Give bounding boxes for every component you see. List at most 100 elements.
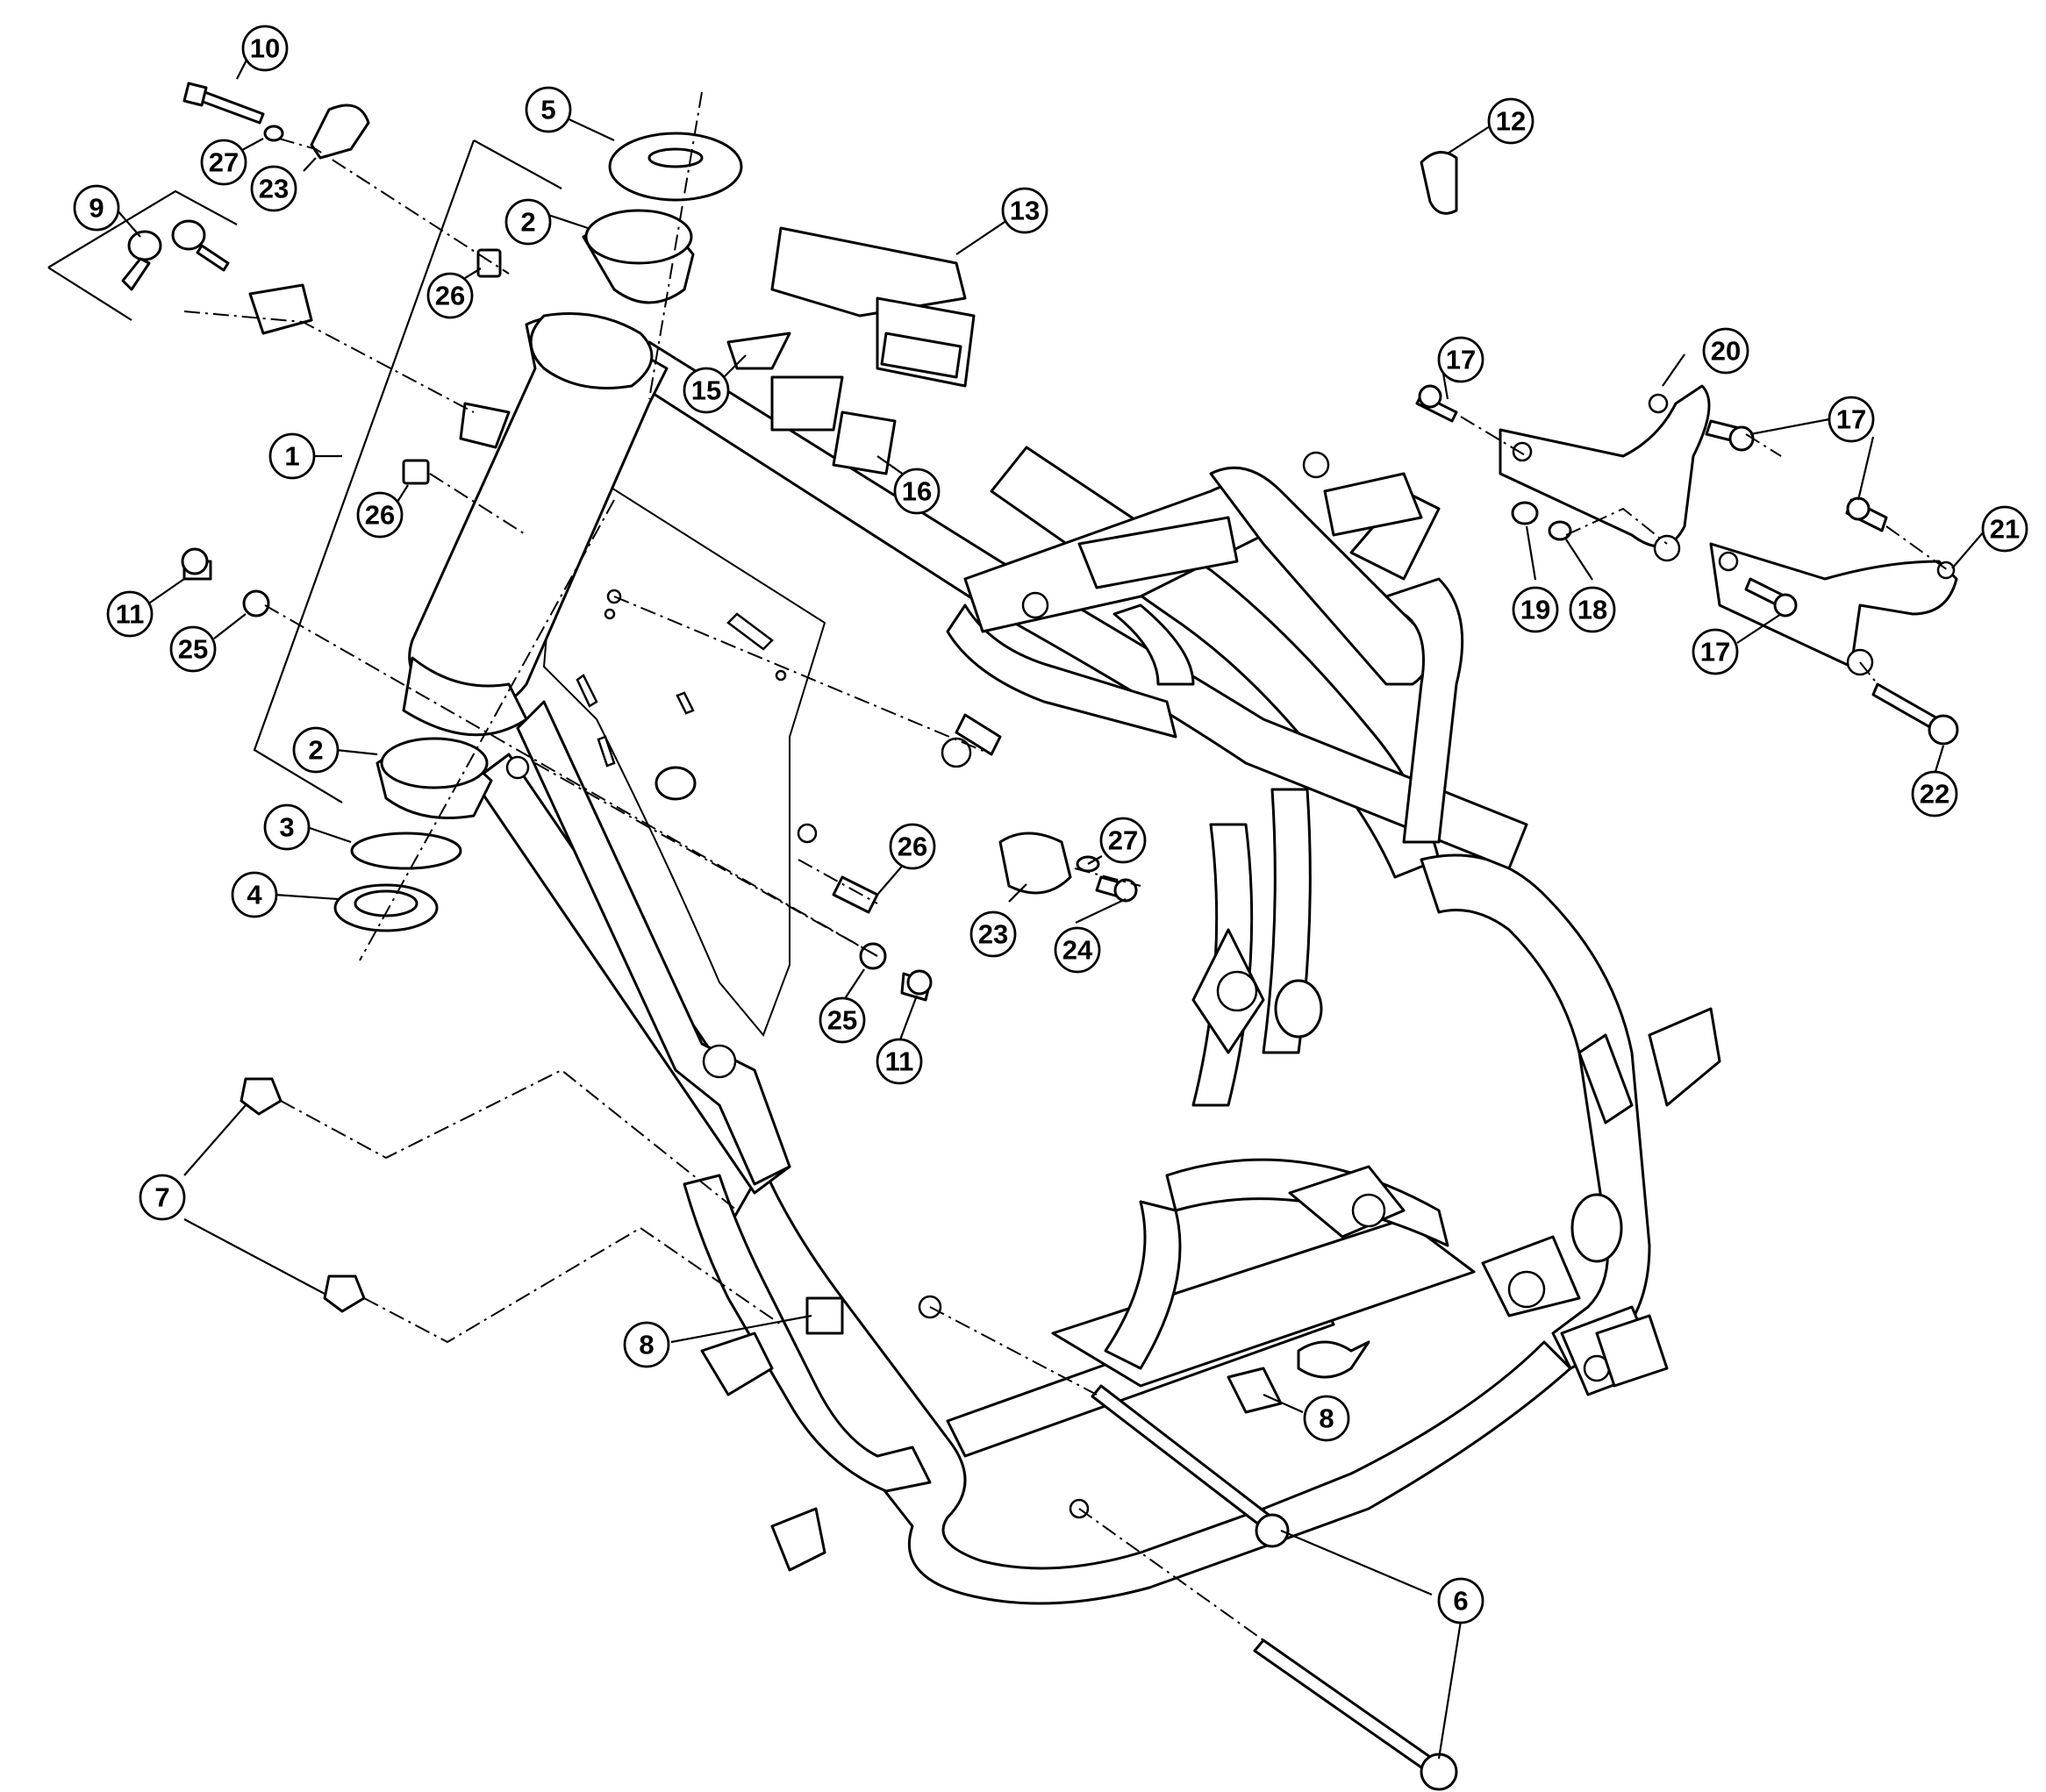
clip-8-left <box>805 1296 844 1335</box>
group-brackets <box>47 139 562 803</box>
o-ring-3 <box>350 832 462 870</box>
bolt-24 <box>1095 875 1138 903</box>
clamp-23-upper <box>310 104 370 160</box>
callout-15[interactable]: 15 <box>683 367 730 414</box>
bushing-26-mid <box>402 459 430 485</box>
svg-text:25: 25 <box>178 634 208 665</box>
washer-27-upper <box>263 125 284 142</box>
svg-text:3: 3 <box>279 812 294 843</box>
callout-19[interactable]: 19 <box>1512 586 1559 633</box>
assembly-lines <box>183 91 1949 1641</box>
callout-13[interactable]: 13 <box>1001 187 1048 234</box>
svg-text:20: 20 <box>1711 336 1741 367</box>
callout-16[interactable]: 16 <box>893 468 941 515</box>
nut-25-right <box>859 942 887 970</box>
svg-text:19: 19 <box>1520 595 1550 625</box>
bearing-cup-5 <box>608 132 743 202</box>
callout-26-mid[interactable]: 26 <box>356 491 404 539</box>
bolt-17-d <box>1744 577 1798 618</box>
callout-2-lower[interactable]: 2 <box>292 726 340 774</box>
bushing-26-lower <box>832 713 1002 914</box>
clip-8-right <box>1227 1340 1370 1414</box>
callout-21[interactable]: 21 <box>1981 505 2028 553</box>
svg-text:11: 11 <box>116 599 145 630</box>
svg-text:25: 25 <box>827 1005 857 1036</box>
callout-8-right[interactable]: 8 <box>1303 1395 1350 1442</box>
callout-17-b[interactable]: 17 <box>1828 396 1875 443</box>
svg-text:8: 8 <box>639 1330 654 1360</box>
callout-12[interactable]: 12 <box>1487 97 1534 145</box>
bearing-lower-2 <box>376 737 493 819</box>
callout-2-upper[interactable]: 2 <box>504 198 552 246</box>
svg-text:4: 4 <box>247 880 262 910</box>
bolt-10 <box>182 82 265 125</box>
nut-25-left <box>242 589 270 618</box>
svg-text:10: 10 <box>250 33 280 64</box>
cable-tie-12 <box>1420 151 1458 215</box>
callout-8-left[interactable]: 8 <box>623 1321 670 1368</box>
svg-text:12: 12 <box>1496 106 1526 137</box>
callout-4[interactable]: 4 <box>231 871 278 918</box>
svg-text:22: 22 <box>1920 779 1949 810</box>
lock-cylinder <box>248 283 511 449</box>
callout-22[interactable]: 22 <box>1911 770 1958 817</box>
callout-27-upper[interactable]: 27 <box>200 139 247 186</box>
svg-text:15: 15 <box>691 375 721 406</box>
cover-16 <box>770 375 897 475</box>
svg-text:23: 23 <box>978 919 1008 950</box>
callout-10[interactable]: 10 <box>241 25 289 72</box>
callout-11-right[interactable]: 11 <box>876 1038 923 1085</box>
ignition-keys-9 <box>121 219 230 291</box>
motorcycle-frame <box>402 312 1721 1605</box>
svg-text:2: 2 <box>520 207 535 238</box>
callout-27-lower[interactable]: 27 <box>1099 817 1147 864</box>
bolt-11-left <box>181 547 212 581</box>
svg-text:11: 11 <box>885 1046 914 1077</box>
bolt-17-a <box>1415 384 1458 423</box>
bolt-6-lower <box>1253 1639 1458 1791</box>
bolt-22 <box>1871 682 1959 746</box>
callout-3[interactable]: 3 <box>263 803 311 851</box>
svg-text:9: 9 <box>89 193 104 224</box>
svg-text:16: 16 <box>902 476 932 507</box>
svg-text:27: 27 <box>1108 825 1138 856</box>
callout-6[interactable]: 6 <box>1437 1577 1484 1624</box>
svg-text:23: 23 <box>259 174 289 204</box>
callout-1[interactable]: 1 <box>268 432 316 480</box>
callout-25-right[interactable]: 25 <box>819 996 866 1044</box>
svg-text:17: 17 <box>1836 404 1866 435</box>
callout-20[interactable]: 20 <box>1702 327 1749 375</box>
callout-17-d[interactable]: 17 <box>1692 628 1739 675</box>
svg-text:8: 8 <box>1319 1403 1334 1434</box>
bolt-11-right <box>900 969 933 1002</box>
svg-text:5: 5 <box>540 95 555 125</box>
battery-box-13 <box>770 226 976 388</box>
bearing-upper-2 <box>582 209 695 304</box>
svg-text:13: 13 <box>1010 196 1040 226</box>
svg-text:26: 26 <box>898 832 927 862</box>
svg-text:27: 27 <box>209 147 239 178</box>
svg-text:18: 18 <box>1577 595 1607 625</box>
svg-text:6: 6 <box>1453 1586 1468 1617</box>
bushing-26-upper <box>476 248 502 278</box>
callout-5[interactable]: 5 <box>525 86 572 133</box>
seal-4 <box>333 883 439 932</box>
callout-25-left[interactable]: 25 <box>169 625 217 673</box>
callout-24[interactable]: 24 <box>1054 926 1101 974</box>
cover-15 <box>726 332 791 370</box>
callout-23-lower[interactable]: 23 <box>969 910 1017 958</box>
callout-17-a[interactable]: 17 <box>1437 336 1484 383</box>
svg-text:26: 26 <box>365 500 395 531</box>
svg-text:7: 7 <box>154 1182 169 1213</box>
callout-11-left[interactable]: 11 <box>106 590 154 638</box>
washer-19 <box>1511 501 1539 525</box>
callout-18[interactable]: 18 <box>1569 586 1616 633</box>
callout-26-lower[interactable]: 26 <box>889 823 936 870</box>
callout-23-upper[interactable]: 23 <box>250 165 297 212</box>
callout-7[interactable]: 7 <box>139 1174 186 1221</box>
bolt-17-b <box>1705 419 1755 452</box>
nuts-7 <box>240 1077 366 1313</box>
callout-26-upper[interactable]: 26 <box>426 272 474 319</box>
callout-9[interactable]: 9 <box>73 184 120 232</box>
svg-text:26: 26 <box>435 281 465 311</box>
